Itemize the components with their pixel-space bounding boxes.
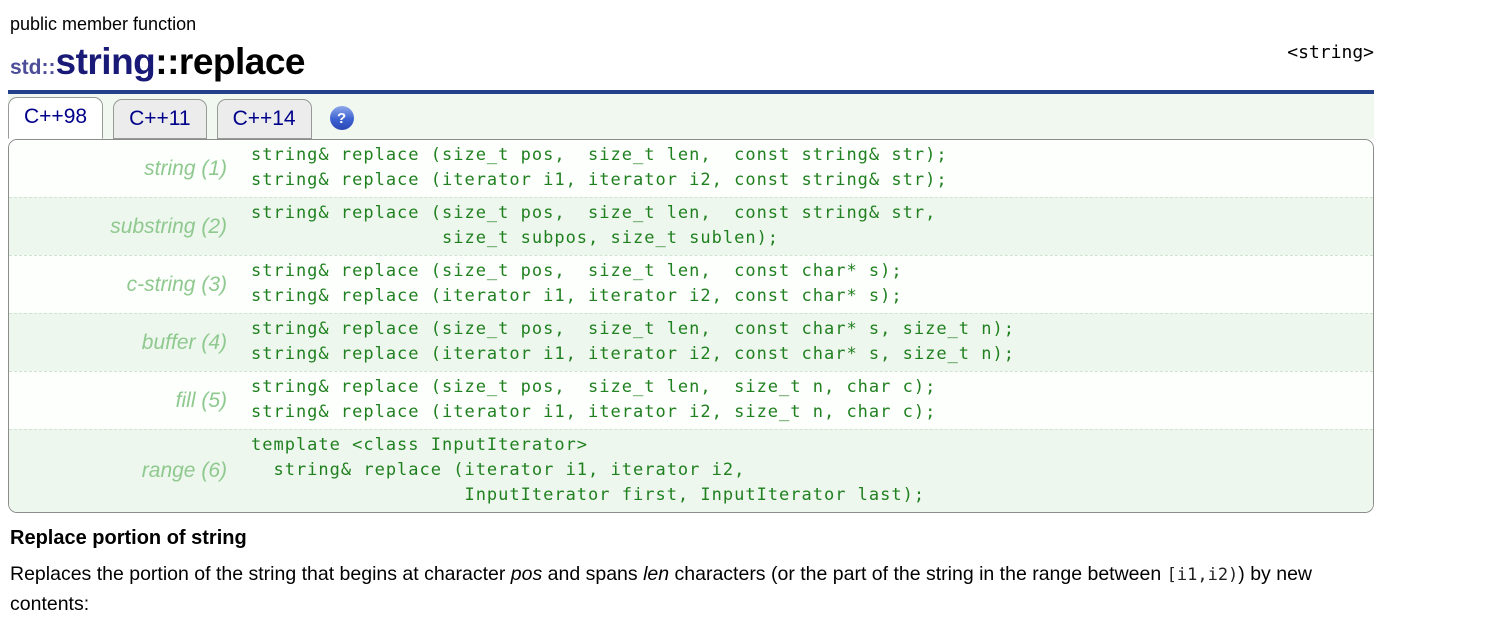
tab-cpp14[interactable]: C++14 (216, 99, 312, 139)
overload-code: string& replace (size_t pos, size_t len,… (251, 145, 948, 190)
overload-row-fill: fill (5) string& replace (size_t pos, si… (9, 371, 1373, 429)
overload-label: fill (5) (175, 388, 227, 412)
page-title: std:: string ::replace (8, 43, 1374, 80)
section-heading: Replace portion of string (10, 527, 247, 549)
reference-page: public member function <string> std:: st… (8, 14, 1374, 615)
overload-label: range (6) (141, 459, 227, 482)
overload-label: c-string (3) (126, 272, 227, 296)
param-pos: pos (510, 563, 543, 585)
title-namespace[interactable]: std:: (10, 56, 56, 79)
title-class-link[interactable]: string (55, 41, 156, 82)
header-include-ref[interactable]: <string> (1287, 42, 1374, 63)
overload-code: template <class InputIterator> string& r… (251, 435, 926, 505)
title-member: ::replace (155, 41, 306, 82)
overload-label: buffer (4) (141, 330, 227, 354)
overload-label: substring (2) (110, 214, 227, 238)
para-text: and spans (542, 563, 644, 585)
overload-code: string& replace (size_t pos, size_t len,… (251, 319, 1015, 364)
tab-cpp11[interactable]: C++11 (113, 99, 207, 139)
overload-row-buffer: buffer (4) string& replace (size_t pos, … (9, 313, 1373, 371)
para-text: Replaces the portion of the string that … (10, 563, 511, 585)
param-len: len (643, 563, 670, 585)
version-tabbar: C++98 C++11 C++14 ? (8, 94, 1374, 139)
help-icon[interactable]: ? (329, 106, 354, 130)
overload-row-range: range (6) template <class InputIterator>… (9, 429, 1373, 512)
title-rule (8, 90, 1374, 94)
overload-label: string (1) (144, 156, 227, 180)
section-paragraph: Replaces the portion of the string that … (8, 560, 1382, 619)
overload-row-substring: substring (2) string& replace (size_t po… (9, 197, 1373, 255)
tab-cpp98[interactable]: C++98 (8, 97, 104, 139)
overload-row-string: string (1) string& replace (size_t pos, … (9, 140, 1373, 197)
para-text: characters (or the part of the string in… (669, 563, 1167, 585)
overload-code: string& replace (size_t pos, size_t len,… (251, 203, 937, 248)
declaration-table: string (1) string& replace (size_t pos, … (8, 139, 1374, 513)
overload-row-c-string: c-string (3) string& replace (size_t pos… (9, 255, 1373, 313)
overload-code: string& replace (size_t pos, size_t len,… (251, 377, 937, 422)
overload-code: string& replace (size_t pos, size_t len,… (251, 261, 903, 306)
para-text: ) by new contents: (10, 563, 1312, 615)
page-kicker: public member function (10, 14, 197, 34)
range-code-snippet: [i1,i2) (1166, 565, 1239, 585)
